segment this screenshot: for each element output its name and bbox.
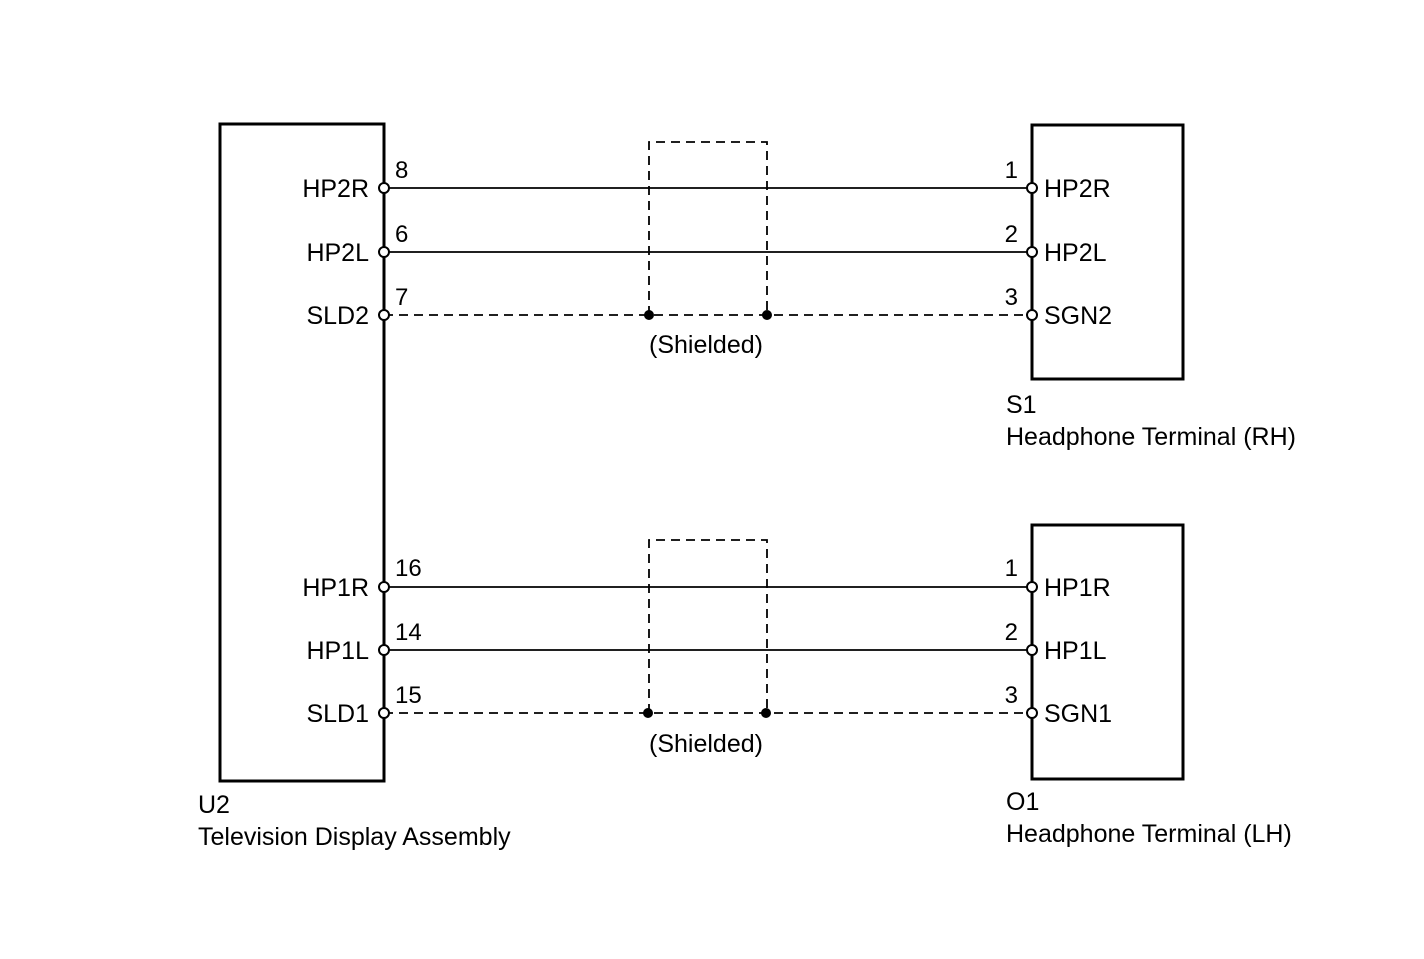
shield-junction-dot: [643, 708, 653, 718]
o1-id: O1: [1006, 788, 1039, 816]
terminal-o1-3: [1026, 707, 1038, 719]
u2-pin-label: SLD1: [306, 700, 369, 728]
u2-pin-number: 8: [395, 157, 408, 184]
s1-name: Headphone Terminal (RH): [1006, 423, 1296, 451]
o1-pin-label: HP1R: [1044, 574, 1111, 602]
shield-junction-dot: [762, 310, 772, 320]
u2-pin-label: HP2R: [302, 175, 369, 203]
u2-pin-label: HP2L: [306, 239, 369, 267]
terminal-u2-8: [378, 182, 390, 194]
o1-pin-label: SGN1: [1044, 700, 1112, 728]
terminal-u2-6: [378, 246, 390, 258]
s1-pin-label: HP2L: [1044, 239, 1107, 267]
u2-pin-number: 16: [395, 555, 422, 582]
u2-pin-label: SLD2: [306, 302, 369, 330]
o1-pin-number: 1: [1005, 555, 1018, 582]
s1-pin-number: 1: [1005, 157, 1018, 184]
u2-name: Television Display Assembly: [198, 823, 511, 851]
o1-pin-number: 2: [1005, 619, 1018, 646]
s1-pin-number: 3: [1005, 284, 1018, 311]
terminal-u2-7: [378, 309, 390, 321]
o1-pin-number: 3: [1005, 682, 1018, 709]
u2-pin-number: 6: [395, 221, 408, 248]
terminal-s1-2: [1026, 246, 1038, 258]
u2-id: U2: [198, 791, 230, 819]
s1-pin-label: SGN2: [1044, 302, 1112, 330]
u2-pin-label: HP1L: [306, 637, 369, 665]
terminal-o1-1: [1026, 581, 1038, 593]
terminal-u2-15: [378, 707, 390, 719]
shield-junction-dot: [761, 708, 771, 718]
u2-pin-number: 15: [395, 682, 422, 709]
terminal-s1-1: [1026, 182, 1038, 194]
terminal-u2-16: [378, 581, 390, 593]
shielded-label-bottom: (Shielded): [649, 730, 763, 758]
terminal-s1-3: [1026, 309, 1038, 321]
u2-pin-number: 7: [395, 284, 408, 311]
u2-box: [218, 122, 386, 783]
shield-junction-dot: [644, 310, 654, 320]
shield-top-enclosure: [648, 141, 768, 315]
s1-pin-number: 2: [1005, 221, 1018, 248]
terminal-u2-14: [378, 644, 390, 656]
o1-name: Headphone Terminal (LH): [1006, 820, 1292, 848]
u2-pin-label: HP1R: [302, 574, 369, 602]
o1-pin-label: HP1L: [1044, 637, 1107, 665]
s1-id: S1: [1006, 391, 1037, 419]
s1-pin-label: HP2R: [1044, 175, 1111, 203]
shielded-label-top: (Shielded): [649, 331, 763, 359]
shield-bottom-enclosure: [648, 539, 768, 713]
u2-pin-number: 14: [395, 619, 422, 646]
terminal-o1-2: [1026, 644, 1038, 656]
